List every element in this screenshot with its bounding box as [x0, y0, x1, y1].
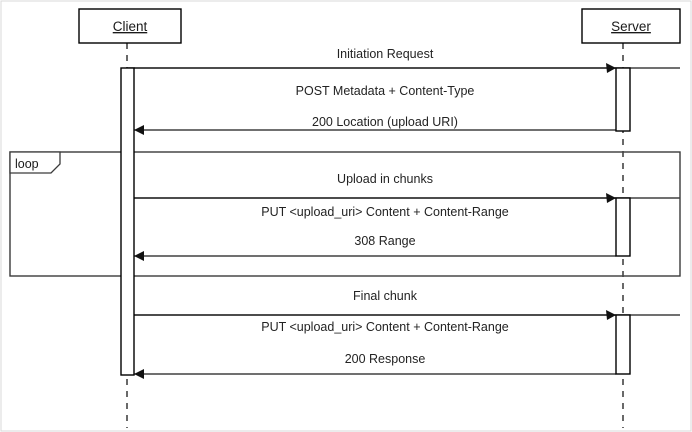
arrowhead-200-response	[134, 369, 144, 379]
message-label-final-chunk: Final chunk	[353, 289, 418, 303]
message-label-200-response: 200 Response	[345, 352, 426, 366]
loop-operator-label: loop	[15, 157, 39, 171]
arrowhead-200-location	[134, 125, 144, 135]
arrowhead-308-range	[134, 251, 144, 261]
message-put-final-chunk[interactable]	[134, 310, 616, 320]
arrowhead-post-metadata	[606, 63, 616, 73]
message-label-initiation-request: Initiation Request	[337, 47, 434, 61]
message-label-post-metadata: POST Metadata + Content-Type	[296, 84, 475, 98]
message-label-200-location: 200 Location (upload URI)	[312, 115, 458, 129]
combined-fragments-layer: loop	[9, 151, 681, 277]
messages-layer	[127, 63, 680, 379]
arrowhead-put-chunk	[606, 193, 616, 203]
participant-box-server	[581, 8, 681, 44]
activation-bar-server-3	[615, 197, 631, 257]
activation-bar-client-1	[120, 67, 135, 376]
activation-bar-server-2	[615, 67, 631, 132]
participants-layer: Client Server	[78, 8, 681, 44]
message-label-put-chunk: PUT <upload_uri> Content + Content-Range	[261, 205, 509, 219]
activation-bar-server-4	[615, 314, 631, 375]
participant-server[interactable]: Server	[581, 8, 681, 44]
activation-bars-layer	[120, 67, 631, 376]
arrowhead-put-final-chunk	[606, 310, 616, 320]
participant-box-client	[78, 8, 182, 44]
loop-frame-border	[9, 151, 681, 277]
participant-client[interactable]: Client	[78, 8, 182, 44]
loop-operator-tab	[9, 151, 61, 174]
message-200-response[interactable]	[134, 369, 616, 379]
fragment-loop: loop	[9, 151, 681, 277]
message-label-put-final-chunk: PUT <upload_uri> Content + Content-Range	[261, 320, 509, 334]
message-308-range[interactable]	[134, 251, 616, 261]
message-post-metadata[interactable]	[134, 63, 616, 73]
message-200-location[interactable]	[134, 125, 616, 135]
participant-label-server: Server	[611, 19, 651, 34]
message-label-upload-in-chunks: Upload in chunks	[337, 172, 433, 186]
participant-label-client: Client	[113, 19, 148, 34]
message-label-308-range: 308 Range	[354, 234, 415, 248]
message-put-chunk[interactable]	[134, 193, 616, 203]
